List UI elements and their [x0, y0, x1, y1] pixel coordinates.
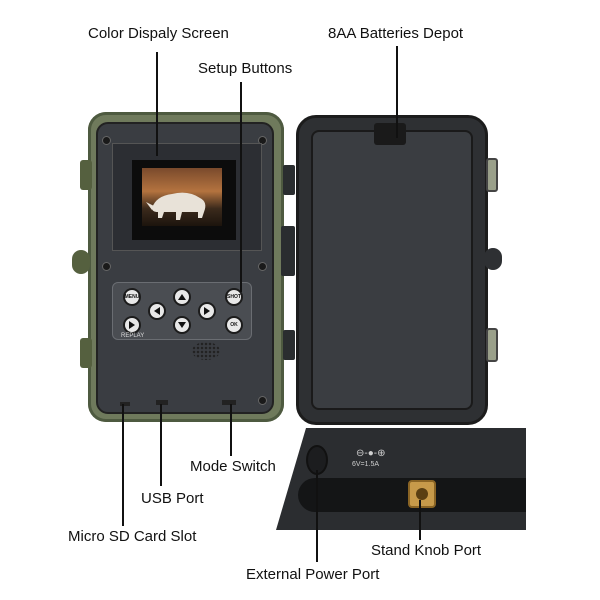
arrow-up-icon [178, 294, 186, 300]
door-clip-bottom [486, 328, 498, 362]
callout-line-knob [419, 500, 421, 540]
usb-port [156, 400, 168, 405]
callout-line-setup [240, 82, 242, 292]
display-wildlife-image [142, 168, 222, 226]
screw-icon [258, 136, 267, 145]
label-batteries-depot: 8AA Batteries Depot [328, 25, 464, 42]
arrow-down-icon [178, 322, 186, 328]
arrow-left-icon [154, 307, 160, 315]
callout-line-usb [160, 404, 162, 486]
label-micro-sd-slot: Micro SD Card Slot [68, 528, 197, 545]
mode-switch [222, 400, 236, 405]
hinge-middle [281, 226, 295, 276]
left-tab-top [80, 160, 92, 190]
label-external-power-port: External Power Port [246, 566, 380, 583]
label-stand-knob-port: Stand Knob Port [371, 542, 482, 559]
callout-line-batteries [396, 46, 398, 138]
callout-line-sd [122, 404, 124, 526]
play-icon [129, 321, 135, 329]
micro-sd-slot [120, 402, 130, 406]
left-arrow-button[interactable] [148, 302, 166, 320]
left-tab-bottom [80, 338, 92, 368]
callout-line-mode [230, 404, 232, 456]
label-usb-port: USB Port [141, 490, 204, 507]
menu-button[interactable]: MENU [123, 288, 141, 306]
label-setup-buttons: Setup Buttons [198, 60, 293, 77]
mount-hole-left [72, 250, 90, 274]
tripod-thread-icon [416, 488, 428, 500]
replay-button[interactable] [123, 316, 141, 334]
hinge-bottom [283, 330, 295, 360]
power-rating: 6V=1.5A [352, 461, 380, 468]
screw-icon [258, 396, 267, 405]
shot-button[interactable]: SHOT [225, 288, 243, 306]
boar-silhouette-icon [146, 192, 206, 220]
speaker-grille [192, 342, 220, 360]
arrow-right-icon [204, 307, 210, 315]
replay-label: REPLAY [121, 333, 145, 339]
battery-door-inner-panel [311, 130, 473, 410]
label-color-display-screen: Color Dispaly Screen [88, 25, 229, 42]
ok-button[interactable]: OK [225, 316, 243, 334]
hinge-top [283, 165, 295, 195]
right-arrow-button[interactable] [198, 302, 216, 320]
screw-icon [102, 136, 111, 145]
screw-icon [258, 262, 267, 271]
latch-icon [374, 123, 406, 145]
callout-line-display [156, 52, 158, 156]
mount-hole-right [484, 248, 502, 270]
door-clip-top [486, 158, 498, 192]
screw-icon [102, 262, 111, 271]
callout-line-power [316, 470, 318, 562]
down-arrow-button[interactable] [173, 316, 191, 334]
dc-polarity-icon: ⊖-●-⊕ [356, 448, 386, 459]
up-arrow-button[interactable] [173, 288, 191, 306]
label-mode-switch: Mode Switch [190, 458, 276, 475]
